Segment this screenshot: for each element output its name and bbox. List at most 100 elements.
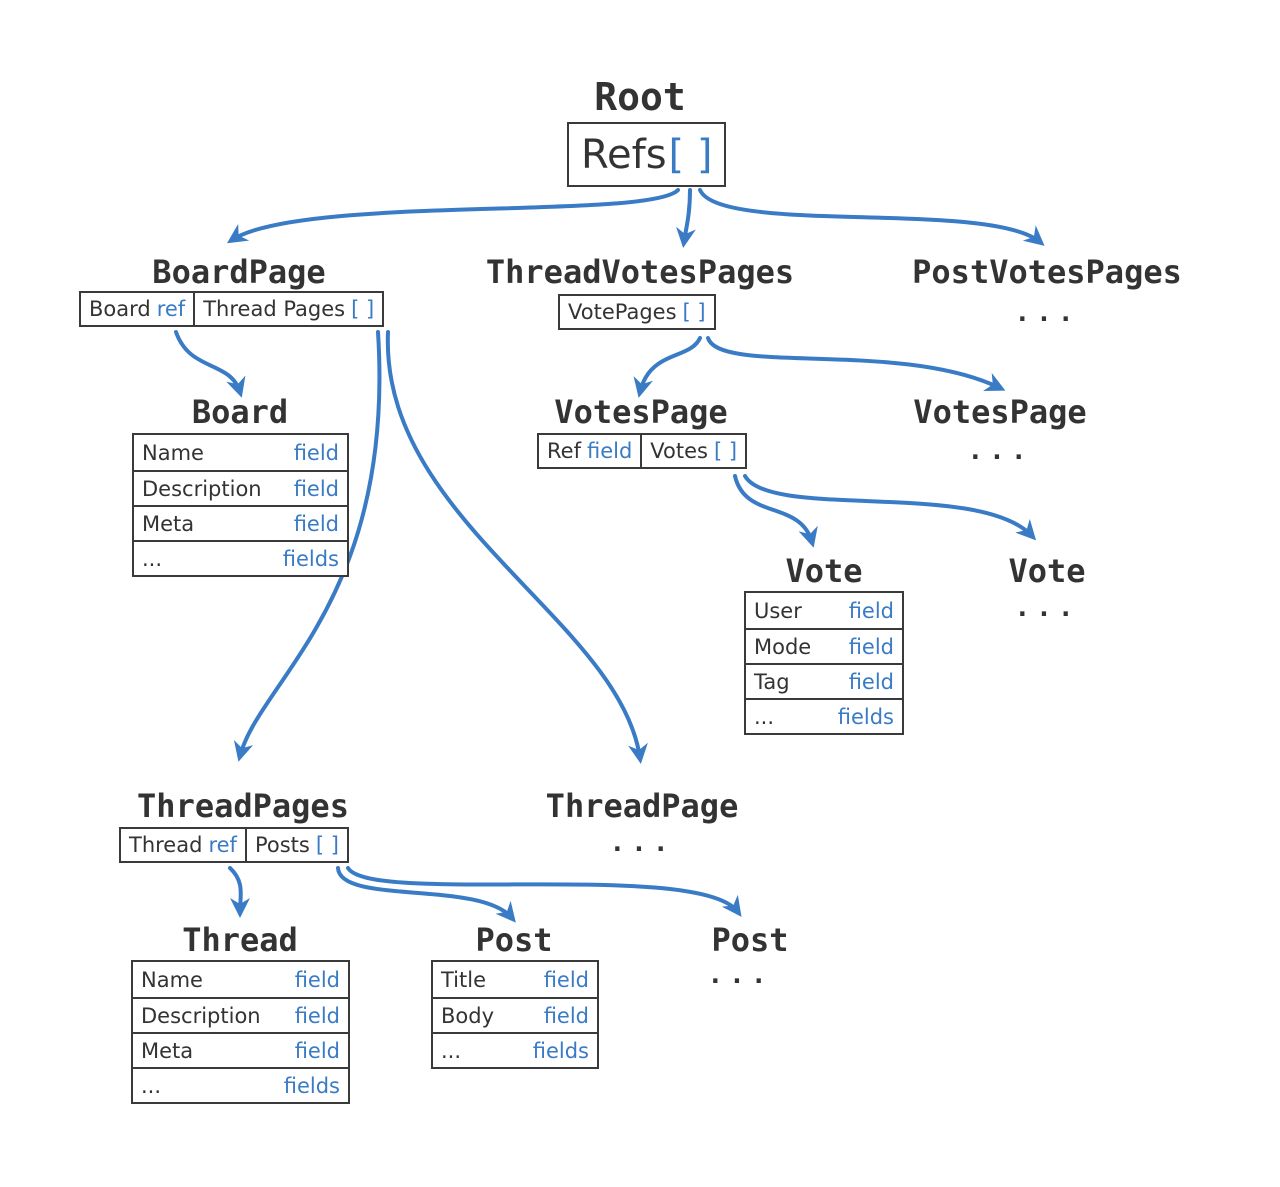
vote-more-title: Vote bbox=[1008, 552, 1086, 590]
votespage-more-title: VotesPage bbox=[913, 393, 1087, 431]
root-title: Root bbox=[594, 75, 686, 119]
posts-array: [ ] bbox=[315, 833, 339, 857]
thread-row: Meta field bbox=[133, 1032, 348, 1067]
post-row-key: ... bbox=[441, 1038, 462, 1063]
arrow-root-to-postvotespages bbox=[698, 188, 1045, 246]
board-row: Description field bbox=[134, 470, 347, 505]
board-row-key: ... bbox=[142, 546, 163, 571]
thread-table: Name field Description field Meta field ...… bbox=[131, 960, 350, 1104]
thread-row-type: field bbox=[294, 967, 340, 992]
votespage-more-ellipsis: ... bbox=[967, 436, 1033, 466]
root-refs-cell: Refs [ ] bbox=[569, 124, 724, 185]
postvotespages-title: PostVotesPages bbox=[912, 253, 1182, 291]
post-title: Post bbox=[475, 921, 553, 959]
thread-row-type: field bbox=[294, 1003, 340, 1028]
threadvotespages-title: ThreadVotesPages bbox=[485, 253, 795, 291]
vote-row-type: fields bbox=[837, 704, 894, 729]
arrow-thread-ref-to-thread bbox=[228, 866, 251, 918]
thread-row-type: field bbox=[294, 1038, 340, 1063]
post-row: Body field bbox=[433, 997, 597, 1032]
root-refs-box: Refs [ ] bbox=[567, 122, 727, 187]
threadpages-title: ThreadPages bbox=[137, 787, 349, 825]
board-row-key: Name bbox=[142, 440, 204, 465]
vote-row-key: User bbox=[754, 598, 802, 623]
votespage-title: VotesPage bbox=[554, 393, 728, 431]
vote-row-key: ... bbox=[754, 704, 775, 729]
votespage-ref-keyword: field bbox=[586, 439, 633, 463]
boardpage-box: Board ref Thread Pages [ ] bbox=[79, 291, 385, 327]
board-ref-label: Board bbox=[89, 297, 151, 321]
threadpage-more-title: ThreadPage bbox=[545, 787, 739, 825]
board-row: Meta field bbox=[134, 505, 347, 540]
arrow-boardpage-to-threadpages bbox=[233, 330, 382, 762]
vote-title: Vote bbox=[785, 552, 863, 590]
board-ref-keyword: ref bbox=[156, 297, 186, 321]
votespage-box: Ref field Votes [ ] bbox=[537, 433, 748, 469]
board-row-type: field bbox=[293, 440, 339, 465]
vote-row-key: Mode bbox=[754, 634, 812, 659]
threadpages-posts-cell: Posts [ ] bbox=[244, 829, 347, 861]
arrow-boardpage-to-board bbox=[174, 330, 246, 398]
boardpage-board-ref-cell: Board ref bbox=[81, 293, 193, 325]
board-row-type: field bbox=[293, 476, 339, 501]
arrow-boardpage-to-threadpage bbox=[385, 330, 648, 764]
post-row-type: field bbox=[543, 967, 589, 992]
root-refs-label: Refs bbox=[581, 131, 667, 178]
threadpage-more-ellipsis: ... bbox=[609, 828, 675, 858]
post-row-key: Body bbox=[441, 1003, 495, 1028]
thread-row-type: fields bbox=[283, 1073, 340, 1098]
votepages-label: VotePages bbox=[568, 300, 677, 324]
board-table: Name field Description field Meta field ...… bbox=[132, 433, 349, 577]
vote-row-type: field bbox=[848, 669, 894, 694]
votespage-votes-cell: Votes [ ] bbox=[640, 435, 745, 467]
board-row-key: Meta bbox=[142, 511, 195, 536]
arrow-votes-to-vote-more bbox=[743, 474, 1037, 541]
thread-ref-label: Thread bbox=[129, 833, 203, 857]
postvotespages-ellipsis: ... bbox=[1014, 298, 1080, 328]
votespage-votes-label: Votes bbox=[650, 439, 708, 463]
vote-row: User field bbox=[746, 593, 902, 628]
arrow-posts-to-post bbox=[336, 866, 516, 923]
thread-title: Thread bbox=[182, 921, 298, 959]
board-row-type: field bbox=[293, 511, 339, 536]
vote-more-ellipsis: ... bbox=[1014, 593, 1080, 623]
vote-row-key: Tag bbox=[754, 669, 790, 694]
thread-pages-label: Thread Pages bbox=[203, 297, 346, 321]
posts-label: Posts bbox=[254, 833, 310, 857]
arrow-root-to-threadvotespages bbox=[676, 188, 696, 248]
vote-row: Tag field bbox=[746, 663, 902, 698]
thread-row: ...fields bbox=[133, 1067, 348, 1102]
arrow-posts-to-post-more bbox=[346, 866, 742, 917]
post-row: ... fields bbox=[433, 1032, 597, 1067]
threadpages-box: Thread ref Posts [ ] bbox=[119, 827, 349, 863]
post-more-ellipsis: ... bbox=[707, 960, 773, 990]
thread-pages-array: [ ] bbox=[351, 297, 375, 321]
votespage-votes-array: [ ] bbox=[713, 439, 738, 463]
post-row-type: field bbox=[543, 1003, 589, 1028]
board-title: Board bbox=[191, 393, 289, 431]
votespage-ref-label: Ref bbox=[547, 439, 581, 463]
thread-row: Name field bbox=[133, 962, 348, 997]
arrow-votepages-to-votespage bbox=[633, 336, 702, 398]
board-row-key: Description bbox=[142, 476, 262, 501]
thread-ref-keyword: ref bbox=[208, 833, 237, 857]
vote-row-type: field bbox=[848, 598, 894, 623]
post-row-type: fields bbox=[532, 1038, 589, 1063]
thread-row-key: Meta bbox=[141, 1038, 194, 1063]
thread-row: Description field bbox=[133, 997, 348, 1032]
root-refs-array: [ ] bbox=[668, 131, 713, 178]
threadvotespages-box: VotePages [ ] bbox=[558, 294, 716, 330]
vote-row: ... fields bbox=[746, 698, 902, 733]
votespage-ref-cell: Ref field bbox=[539, 435, 640, 467]
thread-row-key: Name bbox=[141, 967, 203, 992]
board-row-type: fields bbox=[282, 546, 339, 571]
board-row: ... fields bbox=[134, 540, 347, 575]
boardpage-title: BoardPage bbox=[152, 253, 326, 291]
thread-row-key: Description bbox=[141, 1003, 261, 1028]
votepages-array: [ ] bbox=[682, 300, 706, 324]
vote-table: User field Mode field Tag field ... fields bbox=[744, 591, 904, 735]
board-row: Name field bbox=[134, 435, 347, 470]
